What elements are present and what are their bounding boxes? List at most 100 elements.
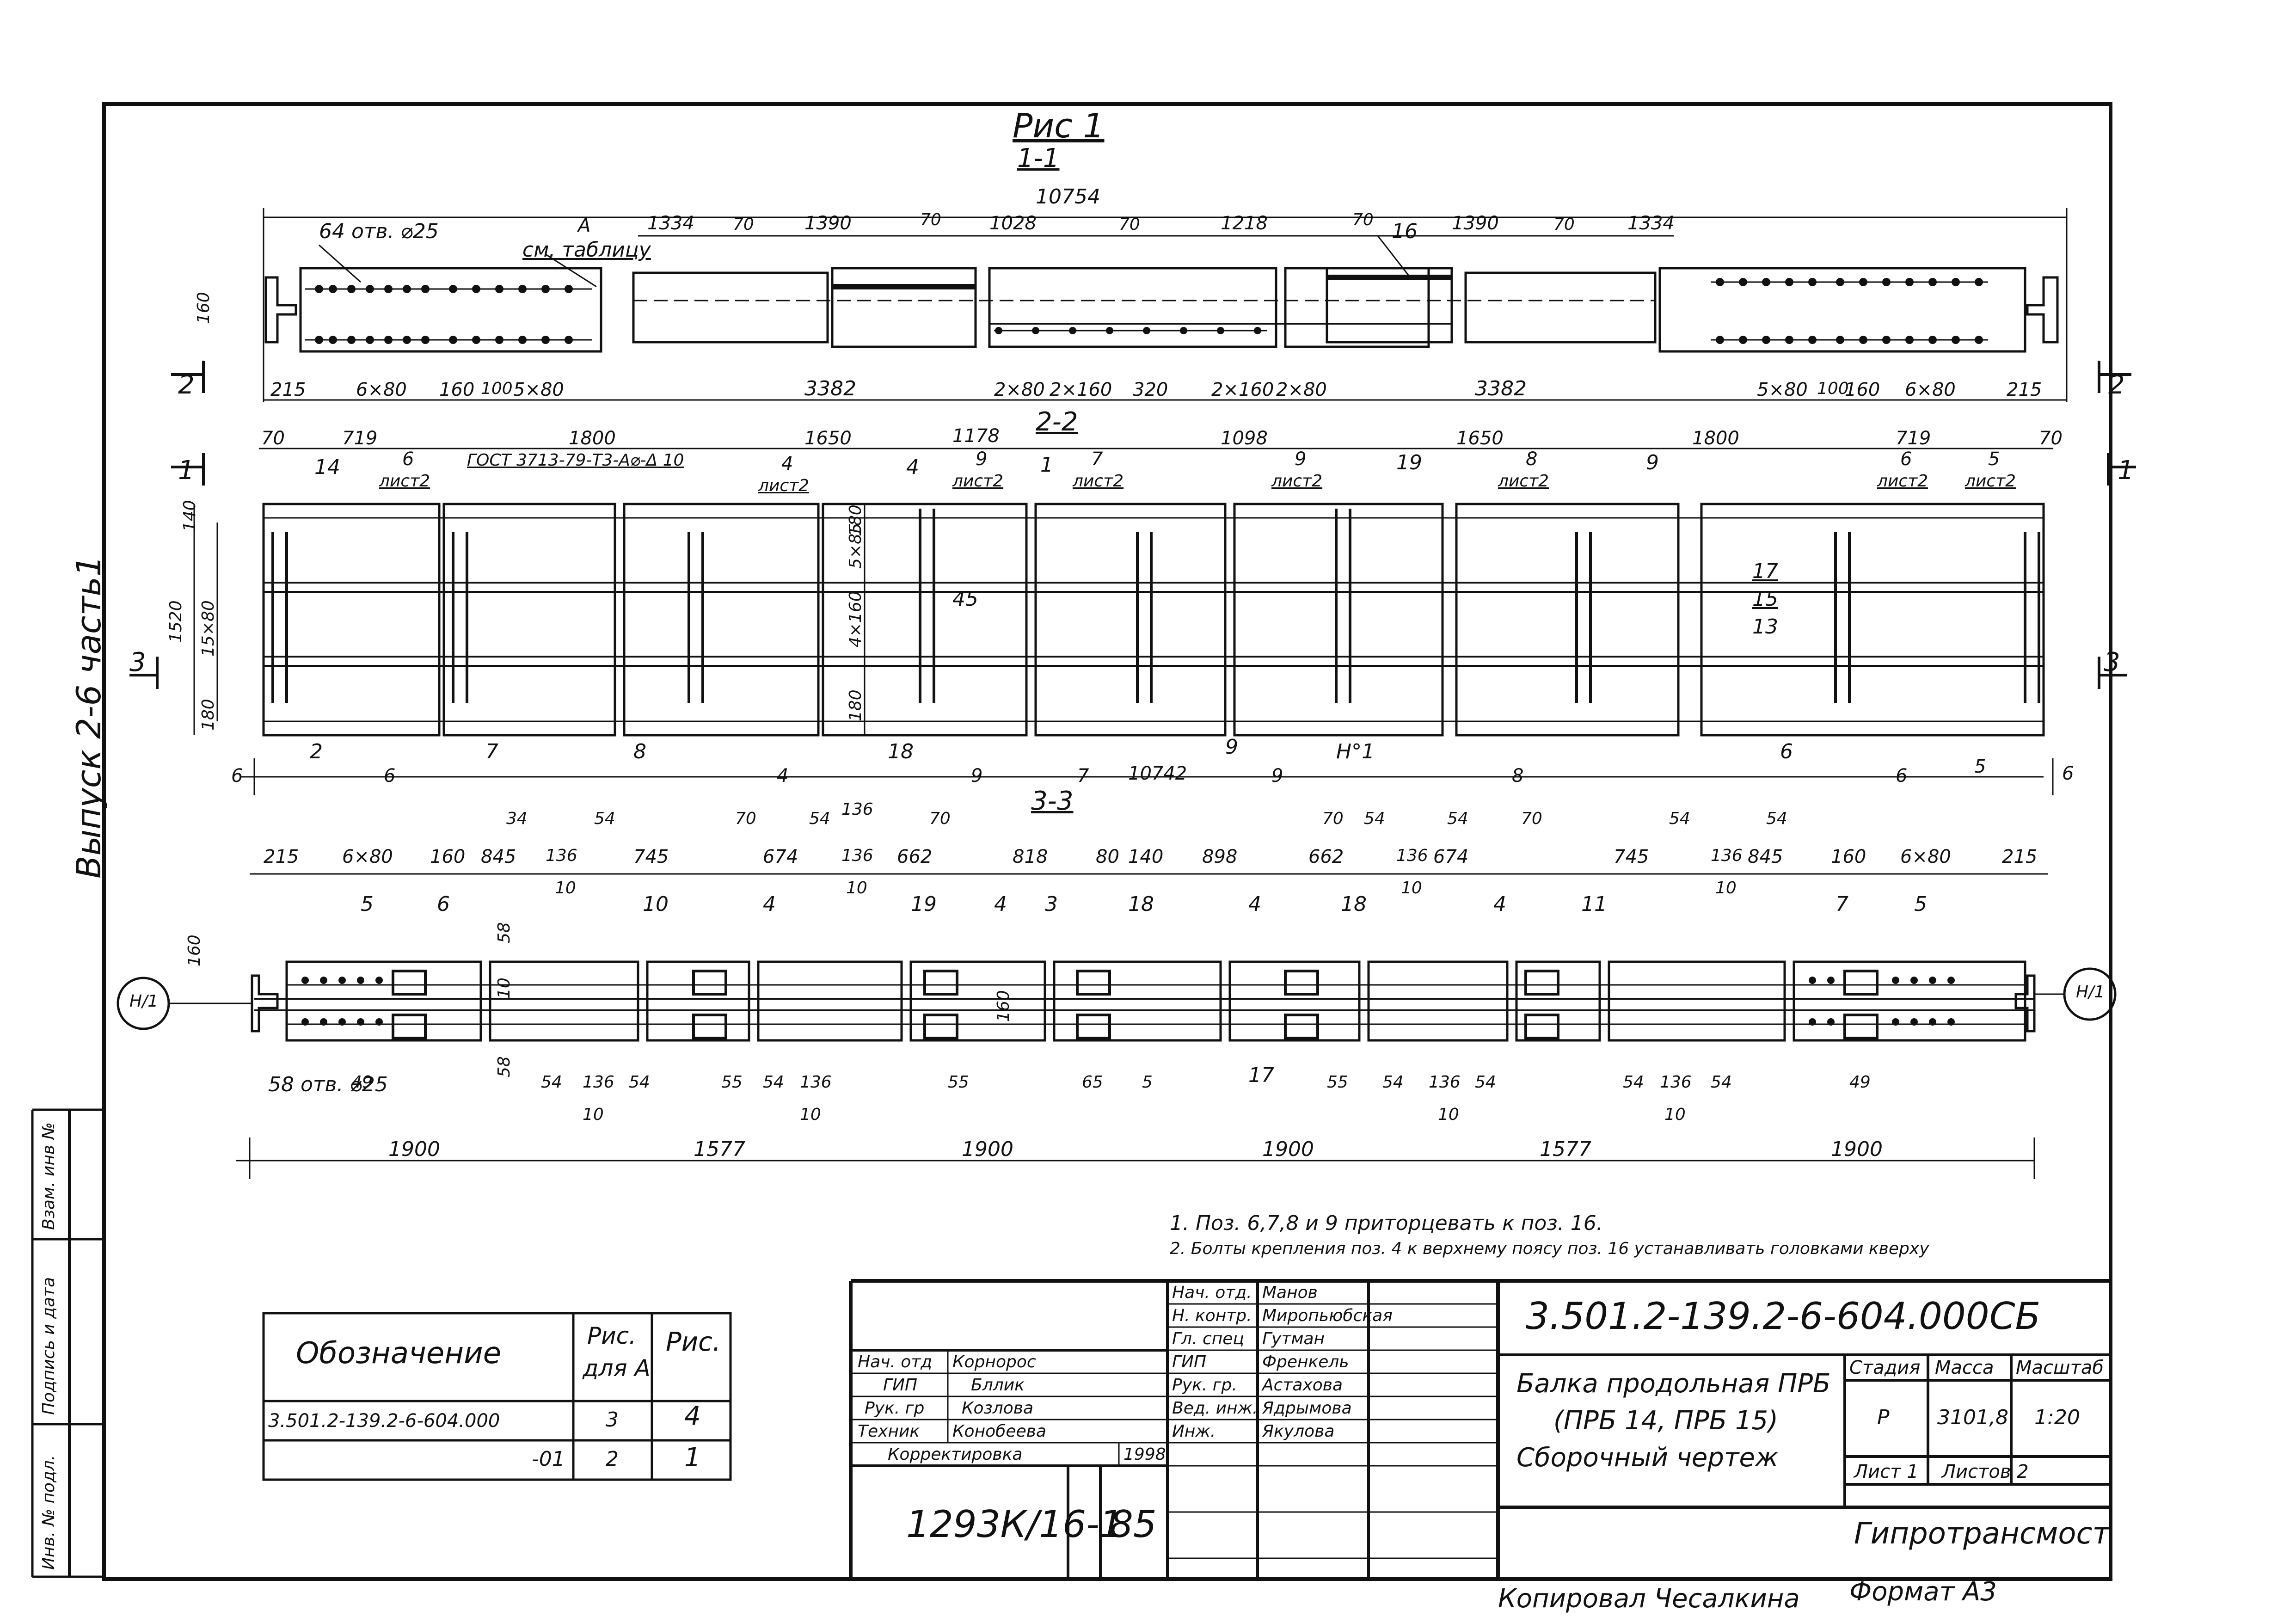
sign-name: Гутман <box>1262 1329 1325 1348</box>
callout: 15 <box>1752 587 1778 611</box>
dim: 49 <box>351 1073 373 1092</box>
callout: 1 <box>1040 453 1053 477</box>
dim: 70 <box>261 428 285 449</box>
dim-15x80: 15×80 <box>199 600 218 657</box>
dim: 719 <box>342 428 378 449</box>
dim: 70 <box>1352 210 1374 229</box>
dim: 54 <box>763 1073 784 1092</box>
spec-row-b: 4 <box>684 1401 701 1431</box>
dim: 80 <box>1096 846 1119 867</box>
ref-num: 6 <box>1900 449 1912 470</box>
holes-note: 64 отв. ⌀25 <box>319 220 439 243</box>
total: 1900 <box>1831 1137 1883 1161</box>
sign-role: Н. контр. <box>1172 1306 1252 1325</box>
mark: 7 <box>1077 765 1089 787</box>
dim: 845 <box>1748 846 1783 867</box>
callout: 8 <box>633 740 646 763</box>
callout: 14 <box>314 455 340 479</box>
node-right: Н/1 <box>2076 983 2105 1002</box>
dim: 100 <box>481 379 513 398</box>
dim: 2×160 <box>1050 379 1112 400</box>
dim: 54 <box>1766 809 1787 828</box>
dim: 6×80 <box>356 379 407 400</box>
dim: 10 <box>800 1105 821 1124</box>
title-block-grid <box>849 1279 2111 1579</box>
dim: 55 <box>1327 1073 1348 1092</box>
drawing-name-2: (ПРБ 14, ПРБ 15) <box>1553 1406 1779 1436</box>
callout: 9 <box>1225 735 1238 759</box>
correction-year: 1998 <box>1123 1445 1166 1464</box>
cut-mark-2-right: 2 <box>2108 370 2125 400</box>
dim: 215 <box>270 379 306 400</box>
dim: 55 <box>721 1073 743 1092</box>
dim: 1390 <box>804 213 852 234</box>
sign-name: Манов <box>1262 1283 1318 1302</box>
scale-value: 1:20 <box>2034 1406 2080 1429</box>
dim: 160 <box>1831 846 1866 867</box>
dim: 320 <box>1133 379 1168 400</box>
spec-row-des: 3.501.2-139.2-6-604.000 <box>268 1410 500 1432</box>
mark: 4 <box>777 765 789 787</box>
dim: 1334 <box>647 213 694 234</box>
sign-name: Миропьюбская <box>1262 1306 1393 1325</box>
mark: 6 <box>231 765 243 787</box>
sign-role: Рук. гр <box>865 1399 925 1418</box>
sign-name: Астахова <box>1262 1376 1343 1395</box>
vertical-issue-label: Выпуск 2-6 часть1 <box>69 555 108 879</box>
dim: 2×80 <box>994 379 1045 400</box>
dim: 674 <box>763 846 798 867</box>
dim: 54 <box>1447 809 1468 828</box>
note-1: 1. Поз. 6,7,8 и 9 приторцевать к поз. 16… <box>1170 1211 1603 1235</box>
dim: 845 <box>481 846 516 867</box>
callout: 4 <box>763 892 776 916</box>
dim: 898 <box>1202 846 1238 867</box>
dim: 1650 <box>804 428 852 449</box>
ref-num: 7 <box>1091 449 1103 470</box>
sign-name: Френкель <box>1262 1352 1349 1371</box>
dim: 1218 <box>1221 213 1268 234</box>
ref-num: 5 <box>1988 449 2000 470</box>
dim: 6×80 <box>342 846 393 867</box>
ref-sheet: лист2 <box>952 472 1004 491</box>
ref-sheet: лист2 <box>1271 472 1323 491</box>
sheet-count: Листов 2 <box>1942 1461 2029 1482</box>
top-view <box>171 208 2131 402</box>
dim: 136 <box>841 800 873 819</box>
dim: 10 <box>495 977 514 999</box>
dim: 54 <box>1669 809 1690 828</box>
callout: 4 <box>906 455 919 479</box>
dim: 215 <box>264 846 299 867</box>
dim: 1650 <box>1456 428 1504 449</box>
callout: 3 <box>1045 892 1058 916</box>
ref-sheet: лист2 <box>1965 472 2016 491</box>
bot-height-b: 160 <box>994 990 1013 1022</box>
callout: 4 <box>1248 892 1261 916</box>
mass-header: Масса <box>1935 1357 1994 1378</box>
dim: 70 <box>1119 215 1140 234</box>
dim: 70 <box>920 210 941 229</box>
strip-podpis: Подпись и дата <box>39 1277 58 1415</box>
callout: 9 <box>1646 451 1659 474</box>
callout: 18 <box>888 740 914 763</box>
callout: 6 <box>1780 740 1793 763</box>
dim: 10 <box>583 1105 604 1124</box>
dim: 70 <box>735 809 756 828</box>
dim: 70 <box>1521 809 1542 828</box>
dim: 719 <box>1896 428 1931 449</box>
ref-num: 6 <box>402 449 414 470</box>
dim: 662 <box>897 846 933 867</box>
dim: 215 <box>2002 846 2038 867</box>
mark-a: А <box>578 215 591 236</box>
dim: 70 <box>1553 215 1575 234</box>
cut-3-left: 3 <box>129 647 146 677</box>
dim: 140 <box>1128 846 1164 867</box>
dim: 10 <box>1715 879 1737 898</box>
dim: 818 <box>1013 846 1048 867</box>
sign-name: Ядрымова <box>1262 1399 1352 1418</box>
dim: 70 <box>2039 428 2063 449</box>
organization: Гипротрансмост <box>1854 1517 2110 1551</box>
cut-mark-2-left: 2 <box>178 370 195 400</box>
dim: 54 <box>1364 809 1385 828</box>
spec-header-fig-a2: для А <box>583 1355 651 1382</box>
